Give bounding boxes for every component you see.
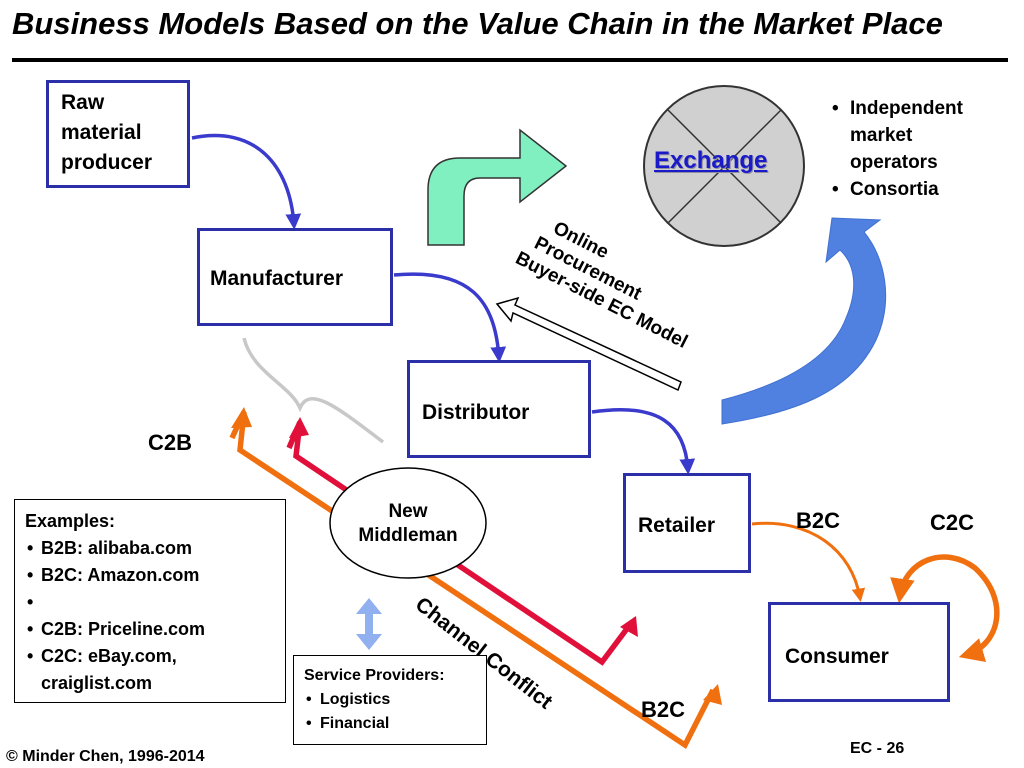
retailer-box[interactable]: Retailer [623,473,751,573]
raw-material-line-3: producer [61,151,153,174]
blue-curved-arrow [721,217,887,425]
raw-material-line-1: Raw [61,91,105,114]
red-arrowhead-bottom [620,616,638,637]
consumer-box[interactable]: Consumer [768,602,950,702]
example-item: C2C: eBay.com, craiglist.com [27,643,275,697]
title-rule [12,58,1008,62]
slide-title: Business Models Based on the Value Chain… [12,6,943,41]
page-number: EC - 26 [850,740,905,757]
flow-arrow-retailer-to-consumer [751,521,866,602]
flow-arrow-raw-to-manufacturer [191,133,302,230]
b2c-retail-label: B2C [796,508,841,533]
exchange-cross-line-b [667,109,782,224]
raw-material-line-2: material [61,121,142,144]
manufacturer-label: Manufacturer [210,267,344,290]
exchange-note-item: Independent market operators [832,95,1000,176]
raw-material-producer-box[interactable]: Raw material producer [46,80,190,188]
flow-arrow-manufacturer-to-distributor [393,272,507,363]
orange-arrowhead-b2c [703,684,722,705]
retailer-label: Retailer [638,514,716,537]
example-spacer [27,589,275,616]
examples-list: B2B: alibaba.com B2C: Amazon.com C2B: Pr… [25,535,275,697]
distributor-box[interactable]: Distributor [407,360,591,458]
example-item: B2C: Amazon.com [27,562,275,589]
new-middleman-ellipse [329,467,487,579]
footer-copyright: © Minder Chen, 1996-2014 [6,748,205,765]
gray-brace [242,337,385,444]
manufacturer-box[interactable]: Manufacturer [197,228,393,326]
new-middleman-line-1: New [388,501,428,522]
green-bent-arrow [427,128,568,246]
service-provider-item: Financial [306,712,476,736]
service-providers-heading: Service Providers: [304,667,445,684]
new-middleman-label[interactable]: New Middleman [330,500,486,548]
c2c-label: C2C [930,510,975,535]
examples-box: Examples: B2B: alibaba.com B2C: Amazon.c… [14,499,286,703]
red-arrowhead-top [289,417,309,438]
example-item: B2B: alibaba.com [27,535,275,562]
service-link-arrow [356,598,382,650]
orange-arrowhead-c2b [231,407,252,428]
c2b-label: C2B [148,430,193,455]
exchange-note-item: Consortia [832,176,1000,203]
service-providers-list: Logistics Financial [304,688,476,736]
c2c-loop-arrow [890,554,1000,662]
example-item: C2B: Priceline.com [27,616,275,643]
new-middleman-line-2: Middleman [358,525,458,546]
flow-arrow-distributor-to-retailer [591,407,696,475]
exchange-notes-list: Independent market operators Consortia [828,95,1000,203]
distributor-label: Distributor [422,401,530,424]
examples-heading: Examples: [25,511,116,531]
b2c-bottom-label: B2C [641,697,686,722]
service-providers-box: Service Providers: Logistics Financial [293,655,487,745]
buyer-side-arrow [495,296,682,392]
service-provider-item: Logistics [306,688,476,712]
consumer-label: Consumer [785,645,889,668]
exchange-label[interactable]: Exchange [654,147,768,174]
